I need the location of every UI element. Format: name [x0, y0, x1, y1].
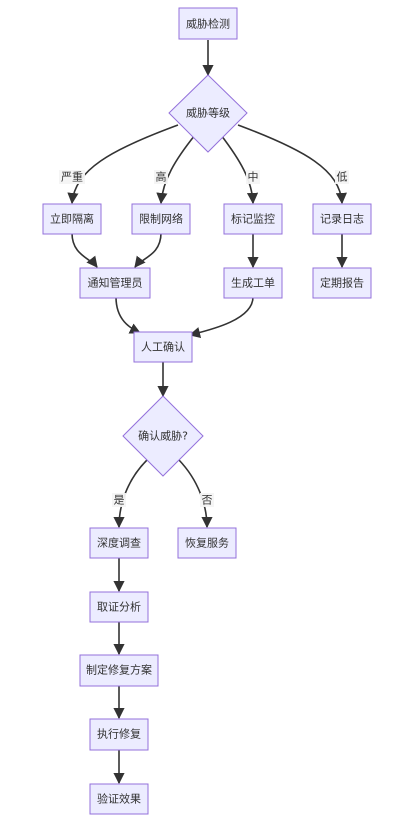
- node-deep-investigate[interactable]: 深度调查: [89, 527, 149, 559]
- node-notify-admin[interactable]: 通知管理员: [79, 267, 151, 299]
- node-create-ticket[interactable]: 生成工单: [223, 267, 283, 299]
- node-verify-label: 验证效果: [97, 792, 141, 806]
- node-plan-fix[interactable]: 制定修复方案: [79, 654, 159, 687]
- node-create-ticket-label: 生成工单: [231, 276, 275, 290]
- edge-level-to-log: [237, 124, 347, 205]
- node-threat-detect-label: 威胁检测: [186, 17, 230, 31]
- node-limit-network-label: 限制网络: [139, 212, 183, 226]
- edge-level-to-limit: [156, 134, 196, 205]
- node-mark-monitor[interactable]: 标记监控: [223, 203, 283, 235]
- node-restore-service-label: 恢复服务: [185, 536, 229, 550]
- node-manual-confirm-label: 人工确认: [141, 341, 185, 354]
- edge-level-to-isolate: [67, 124, 179, 205]
- node-periodic-report[interactable]: 定期报告: [312, 267, 372, 299]
- node-confirm-threat-label: 确认威胁?: [138, 429, 188, 443]
- node-confirm-threat[interactable]: 确认威胁?: [122, 395, 204, 477]
- edge-isolate-to-notify: [71, 232, 98, 268]
- node-forensics-label: 取证分析: [97, 600, 141, 614]
- node-manual-confirm[interactable]: 人工确认: [133, 331, 193, 363]
- node-log-label: 记录日志: [320, 213, 364, 226]
- edge-level-to-mark: [220, 134, 259, 205]
- node-mark-monitor-label: 标记监控: [231, 212, 275, 226]
- edge-label-medium: 中: [248, 171, 259, 184]
- edge-label-high: 高: [156, 170, 167, 184]
- node-limit-network[interactable]: 限制网络: [131, 203, 191, 235]
- node-threat-detect[interactable]: 威胁检测: [178, 7, 238, 40]
- node-isolate-label: 立即隔离: [50, 212, 94, 226]
- edge-decision-to-investigate: [113, 459, 148, 529]
- node-forensics[interactable]: 取证分析: [89, 591, 149, 623]
- edge-label-no: 否: [202, 494, 213, 507]
- edge-labels: 严重 高 中 低 是 否: [59, 170, 349, 507]
- node-deep-investigate-label: 深度调查: [97, 536, 141, 550]
- node-threat-level[interactable]: 威胁等级: [168, 74, 248, 153]
- node-threat-level-label: 威胁等级: [186, 106, 230, 120]
- node-restore-service[interactable]: 恢复服务: [177, 527, 237, 559]
- edge-label-low: 低: [337, 171, 348, 184]
- node-isolate[interactable]: 立即隔离: [42, 203, 102, 235]
- edge-ticket-to-confirm: [188, 296, 254, 338]
- node-periodic-report-label: 定期报告: [320, 276, 364, 290]
- node-plan-fix-label: 制定修复方案: [86, 663, 152, 677]
- node-verify[interactable]: 验证效果: [89, 783, 149, 815]
- node-log[interactable]: 记录日志: [312, 203, 372, 235]
- nodes: 威胁检测 威胁等级 立即隔离 限制网络 标记监控 记录日志 通知管理员: [42, 7, 372, 815]
- edges: [67, 40, 348, 785]
- node-notify-admin-label: 通知管理员: [88, 276, 143, 290]
- node-execute-fix[interactable]: 执行修复: [89, 718, 149, 751]
- edge-limit-to-notify: [134, 232, 162, 268]
- edge-label-severe: 严重: [61, 170, 83, 184]
- edge-notify-to-confirm: [115, 296, 142, 334]
- node-execute-fix-label: 执行修复: [97, 727, 141, 741]
- edge-decision-to-restore: [178, 459, 213, 529]
- edge-label-yes: 是: [114, 494, 125, 507]
